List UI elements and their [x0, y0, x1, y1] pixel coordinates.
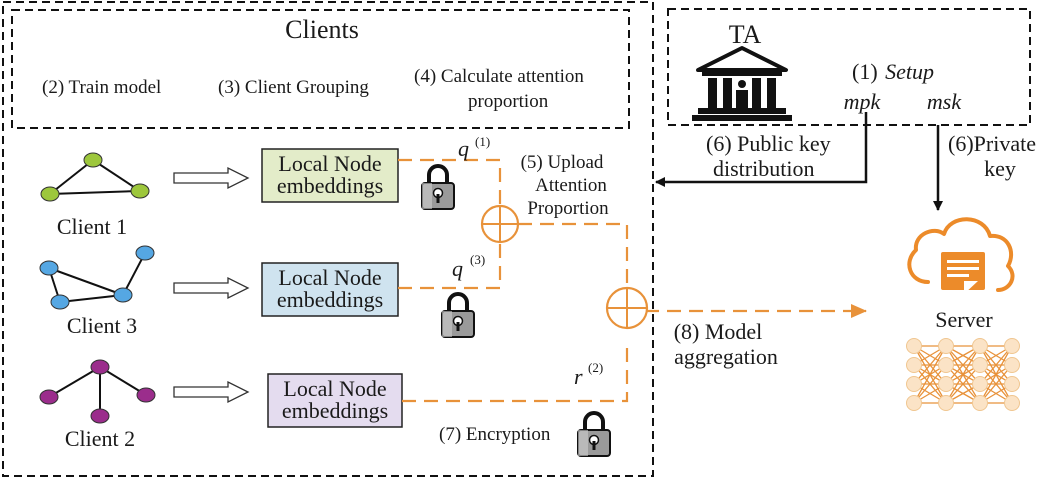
r2-label: r	[574, 364, 583, 389]
q1-label: q	[458, 136, 469, 161]
nn-node	[906, 357, 922, 373]
nn-node	[972, 357, 988, 373]
flow-r2-line	[402, 340, 629, 403]
flow-q1-line	[398, 158, 502, 206]
public-key-arrow	[655, 112, 868, 187]
combine-node-1	[480, 204, 520, 244]
combine-node-2	[605, 286, 649, 330]
q3-label: q	[452, 256, 463, 281]
lock-icon-client-3	[440, 292, 476, 339]
client-2-hollow-arrow	[173, 380, 250, 404]
q3-superscript: (3)	[470, 252, 485, 267]
msk-label: msk	[927, 89, 962, 114]
client-2-graph	[39, 359, 156, 424]
server-cloud-icon	[907, 217, 1015, 294]
nn-node	[972, 338, 988, 354]
client-2-embedding-label-1: Local Node	[283, 376, 386, 401]
nn-connection	[913, 345, 947, 385]
private-key-label-2: key	[984, 156, 1016, 181]
clients-title: Clients	[285, 15, 359, 44]
client-3-hollow-arrow	[173, 276, 250, 300]
server-label: Server	[935, 307, 993, 332]
upload-label-3: Proportion	[527, 198, 609, 219]
step-calc-attention-2: proportion	[468, 91, 549, 112]
nn-node	[972, 395, 988, 411]
lock-icon-client-1	[420, 164, 456, 211]
nn-connection	[913, 364, 947, 404]
r2-superscript: (2)	[588, 360, 603, 375]
client-3-graph	[39, 245, 155, 310]
upload-label-1: (5) Upload	[521, 152, 604, 173]
nn-node	[1004, 376, 1020, 392]
nn-node	[1004, 395, 1020, 411]
nn-connection	[979, 364, 1013, 404]
client-1-label: Client 1	[57, 214, 127, 239]
bank-icon	[692, 46, 792, 121]
nn-connection	[945, 345, 981, 404]
flow-join-line	[518, 222, 629, 288]
nn-node	[938, 376, 954, 392]
nn-connection	[913, 345, 947, 404]
client-3-embedding-label-2: embeddings	[277, 287, 383, 312]
client-2-embedding-label-2: embeddings	[282, 398, 388, 423]
nn-node	[906, 338, 922, 354]
ta-box	[667, 8, 1031, 126]
step-train-model: (2) Train model	[42, 77, 161, 98]
nn-node	[906, 376, 922, 392]
aggregation-label-1: (8) Model	[674, 319, 763, 344]
client-1-embedding-label-1: Local Node	[278, 151, 381, 176]
nn-connection	[979, 345, 1013, 404]
nn-node	[938, 395, 954, 411]
step-calc-attention-1: (4) Calculate attention	[414, 66, 584, 87]
client-3-embedding-label-1: Local Node	[278, 265, 381, 290]
client-1-embedding-box	[261, 148, 399, 203]
nn-connection	[945, 345, 981, 385]
client-1-hollow-arrow	[173, 166, 250, 190]
public-key-label-1: (6) Public key	[706, 131, 831, 156]
nn-node	[938, 357, 954, 373]
setup-label: (1) Setup	[852, 59, 934, 84]
clients-header-box	[11, 9, 630, 129]
nn-node	[906, 395, 922, 411]
client-2-label: Client 2	[65, 426, 135, 451]
nn-node	[938, 338, 954, 354]
client-3-label: Client 3	[67, 313, 137, 338]
nn-connection	[945, 364, 981, 404]
flow-q3-line	[398, 242, 502, 290]
client-3-embedding-box	[261, 262, 399, 317]
mpk-label: mpk	[844, 89, 882, 114]
step-client-grouping: (3) Client Grouping	[218, 77, 369, 98]
client-region-border	[2, 1, 654, 477]
client-1-embedding-label-2: embeddings	[277, 173, 383, 198]
encryption-label: (7) Encryption	[439, 424, 551, 445]
nn-node	[972, 376, 988, 392]
nn-node	[1004, 357, 1020, 373]
lock-icon-client-2	[576, 411, 612, 458]
ta-title: TA	[729, 20, 762, 49]
aggregation-label-2: aggregation	[674, 344, 778, 369]
neural-network-icon	[906, 338, 1020, 411]
public-key-label-2: distribution	[713, 156, 814, 181]
nn-connection	[979, 345, 1013, 385]
upload-label-2: Attention	[535, 175, 607, 196]
private-key-label-1: (6)Private	[948, 131, 1036, 156]
client-1-graph	[40, 152, 150, 202]
q1-superscript: (1)	[475, 134, 490, 149]
nn-node	[1004, 338, 1020, 354]
